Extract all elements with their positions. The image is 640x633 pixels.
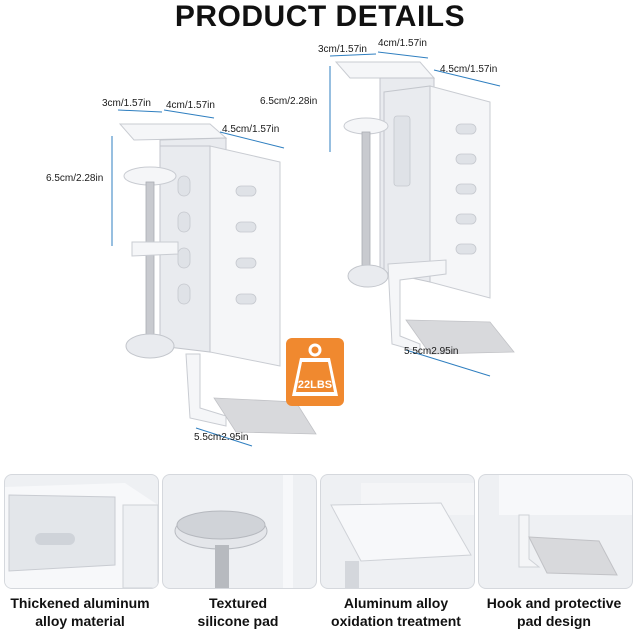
right-dim-top-width: 4cm/1.57in [378,38,427,49]
feature-caption-oxidation: Aluminum alloy oxidation treatment [331,595,461,629]
page-title: PRODUCT DETAILS [174,0,466,33]
product-illustration: 3cm/1.57in 4cm/1.57in 4.5cm/1.57in 6.5cm… [46,38,515,447]
feature-panels: Thickened aluminum alloy material Textur… [0,474,640,633]
bracket-closeup-image [5,483,158,588]
right-dimensions: 3cm/1.57in 4cm/1.57in 4.5cm/1.57in 6.5cm… [260,38,501,377]
hook-closeup-image [330,483,474,588]
hook-pad-closeup-image [499,475,632,576]
left-dim-top-depth: 3cm/1.57in [102,98,151,109]
right-dim-hook: 5.5cm2.95in [404,346,458,357]
left-dim-side-width: 4.5cm/1.57in [222,124,279,135]
left-dim-height: 6.5cm/2.28in [46,173,103,184]
feature-image-hook-pad [478,474,633,589]
right-dim-top-depth: 3cm/1.57in [318,44,367,55]
left-dim-hook: 5.5cm2.95in [194,432,248,443]
left-clamp [118,123,317,435]
left-dimensions: 3cm/1.57in 4cm/1.57in 4.5cm/1.57in 6.5cm… [46,98,285,447]
feature-image-oxidation [320,474,475,589]
right-dim-height: 6.5cm/2.28in [260,96,317,107]
left-dim-top-width: 4cm/1.57in [166,100,215,111]
weight-icon [292,343,338,396]
right-clamp [334,61,515,355]
feature-caption-aluminum: Thickened aluminum alloy material [10,595,150,629]
pad-closeup-image [174,475,293,588]
weight-capacity-badge: 22LBS [286,338,344,406]
right-dim-side-width: 4.5cm/1.57in [440,64,497,75]
weight-label: 22LBS [297,379,333,391]
feature-caption-hook-pad: Hook and protective pad design [486,595,622,629]
feature-image-aluminum [4,474,159,589]
feature-image-silicone-pad [162,474,317,589]
feature-caption-silicone-pad: Textured silicone pad [197,595,279,629]
